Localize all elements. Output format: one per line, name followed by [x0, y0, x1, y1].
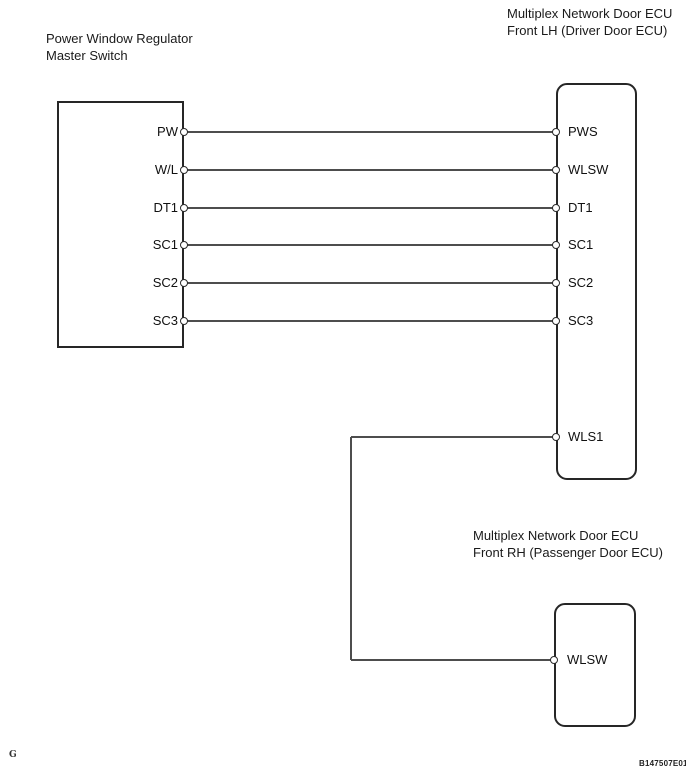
connector-dot	[552, 317, 560, 325]
driver-ecu-title: Multiplex Network Door ECU Front LH (Dri…	[507, 5, 672, 39]
connector-dot	[552, 279, 560, 287]
pin-label-right: WLSW	[567, 652, 608, 667]
connector-dot	[180, 204, 188, 212]
pin-label-right: WLSW	[568, 162, 609, 177]
connector-dot	[180, 241, 188, 249]
title-line: Power Window Regulator	[46, 31, 193, 46]
pin-label-left: PW	[157, 124, 178, 139]
connector-dot	[552, 128, 560, 136]
pin-label-left: SC1	[152, 237, 178, 252]
pin-label-left: DT1	[153, 200, 178, 215]
connector-dot	[552, 241, 560, 249]
pin-label-right: SC3	[568, 313, 594, 328]
wire-segment	[350, 437, 352, 660]
wire-segment	[351, 659, 554, 661]
connector-dot	[180, 317, 188, 325]
document-code: B147507E01	[639, 759, 686, 768]
wire-segment	[184, 282, 556, 284]
connector-dot	[180, 166, 188, 174]
title-line: Front LH (Driver Door ECU)	[507, 23, 668, 38]
wire-segment	[184, 169, 556, 171]
title-line: Multiplex Network Door ECU	[507, 6, 673, 21]
passenger-ecu-title: Multiplex Network Door ECU Front RH (Pas…	[473, 527, 663, 561]
pin-label-right: WLS1	[568, 429, 604, 444]
pin-label-right: PWS	[568, 124, 598, 139]
pin-label-left: SC2	[152, 275, 178, 290]
title-line: Front RH (Passenger Door ECU)	[473, 545, 663, 560]
wire-segment	[184, 207, 556, 209]
passenger-ecu-box	[554, 603, 636, 727]
connector-dot	[552, 433, 560, 441]
wire-segment	[184, 131, 556, 133]
connector-dot	[552, 166, 560, 174]
connector-dot	[552, 204, 560, 212]
master-switch-title: Power Window Regulator Master Switch	[46, 30, 193, 64]
connector-dot	[180, 279, 188, 287]
connector-dot	[180, 128, 188, 136]
wire-segment	[184, 320, 556, 322]
pin-label-left: SC3	[152, 313, 178, 328]
wire-segment	[351, 436, 556, 438]
connector-dot	[550, 656, 558, 664]
title-line: Master Switch	[46, 48, 128, 63]
pin-label-right: SC1	[568, 237, 594, 252]
pin-label-right: SC2	[568, 275, 594, 290]
margin-mark: G	[9, 750, 17, 760]
wire-segment	[184, 244, 556, 246]
pin-label-left: W/L	[154, 162, 178, 177]
master-switch-box	[57, 101, 184, 348]
title-line: Multiplex Network Door ECU	[473, 528, 639, 543]
pin-label-right: DT1	[568, 200, 593, 215]
